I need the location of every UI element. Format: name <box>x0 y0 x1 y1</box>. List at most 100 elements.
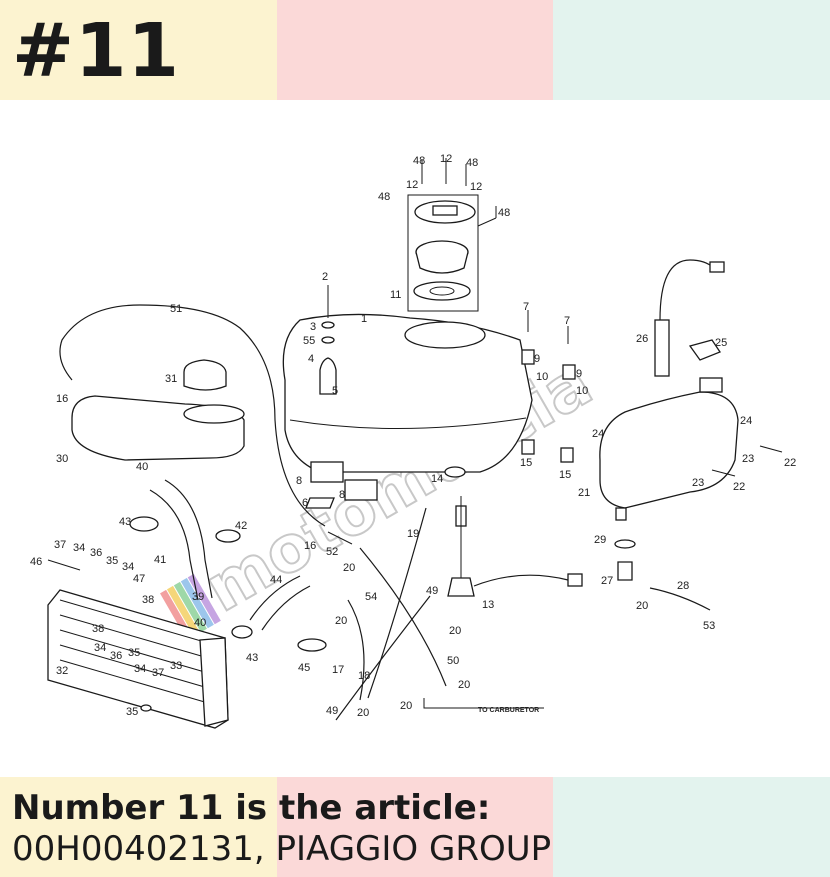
callout-32: 32 <box>56 665 68 677</box>
callout-49: 49 <box>426 585 438 597</box>
callout-43: 43 <box>119 516 131 528</box>
caption-title: Number 11 is the article: <box>12 788 491 828</box>
callout-34: 34 <box>122 561 134 573</box>
cap-ring-body <box>415 251 469 274</box>
level-sensor-26 <box>654 319 670 377</box>
callout-28: 28 <box>677 580 689 592</box>
radiator-fins <box>59 599 216 706</box>
callout-10: 10 <box>536 371 548 383</box>
callout-13: 13 <box>482 599 494 611</box>
tank-spacer-4-5 <box>319 357 337 395</box>
radiator-hose-44 <box>249 575 301 621</box>
header-band <box>0 0 830 100</box>
callout-24: 24 <box>740 415 752 427</box>
callout-8: 8 <box>339 489 345 501</box>
fuel-tap-13 <box>447 577 475 597</box>
callout-12: 12 <box>440 153 452 165</box>
callout-54: 54 <box>365 591 377 603</box>
expansion-cap-31 <box>183 359 227 391</box>
radiator-hose-44b <box>261 585 311 631</box>
callout-23: 23 <box>742 453 754 465</box>
reservoir-bolt-22a <box>759 445 783 453</box>
callout-9: 9 <box>576 368 582 380</box>
hose-clamp-43 <box>129 516 159 532</box>
callout-45: 45 <box>298 662 310 674</box>
reservoir-clamp-29 <box>614 539 636 549</box>
expansion-tank <box>59 304 326 527</box>
tank-clip-14 <box>444 466 466 478</box>
radiator-hose-41 <box>149 489 199 601</box>
radiator <box>47 479 327 729</box>
callout-20: 20 <box>357 707 369 719</box>
tank-rubber-8b <box>344 479 378 501</box>
callout-16: 16 <box>304 540 316 552</box>
assembly-box <box>407 194 479 312</box>
callout-12: 12 <box>406 179 418 191</box>
callout-49: 49 <box>326 705 338 717</box>
callout-14: 14 <box>431 473 443 485</box>
radiator-hose-41b <box>164 479 213 599</box>
radiator-tank <box>199 637 229 727</box>
callout-22: 22 <box>784 457 796 469</box>
callout-33: 33 <box>170 660 182 672</box>
callout-34: 34 <box>73 542 85 554</box>
header-band-pink <box>277 0 553 100</box>
tank-washer-3 <box>321 321 335 329</box>
callout-41: 41 <box>154 554 166 566</box>
fuel-hose-17 <box>335 595 431 721</box>
callout-16: 16 <box>56 393 68 405</box>
hose-clamp-42 <box>215 529 241 543</box>
callout-27: 27 <box>601 575 613 587</box>
footer-band-yellow <box>0 777 277 877</box>
tank-spacer-15b <box>560 447 574 463</box>
expansion-tank-neck <box>183 404 245 424</box>
callout-24: 24 <box>592 428 604 440</box>
callout-46: 46 <box>30 556 42 568</box>
callout-38: 38 <box>92 623 104 635</box>
callout-12: 12 <box>470 181 482 193</box>
callout-20: 20 <box>335 615 347 627</box>
to-carburetor-bracket <box>423 698 544 709</box>
callout-39: 39 <box>192 591 204 603</box>
cap-gasket <box>413 281 471 301</box>
callout-20: 20 <box>636 600 648 612</box>
fuel-tap-cable <box>473 574 569 587</box>
reservoir-outlet <box>615 507 627 521</box>
oil-hose-28 <box>649 587 711 611</box>
callout-37: 37 <box>54 539 66 551</box>
callout-40: 40 <box>136 461 148 473</box>
oil-reservoir <box>599 259 783 611</box>
tank-rubber-8a <box>310 461 344 483</box>
callout-2: 2 <box>322 271 328 283</box>
callout-labels: 48 12 48 12 12 48 48 11 2 1 3 55 4 5 51 … <box>30 153 796 719</box>
sensor-connector <box>709 261 725 273</box>
callout-18: 18 <box>358 670 370 682</box>
leader-48 <box>477 217 497 227</box>
filler-cap-assembly <box>407 158 497 312</box>
caption-article: 00H00402131, PIAGGIO GROUP <box>12 829 551 869</box>
callout-31: 31 <box>165 373 177 385</box>
callout-30: 30 <box>56 453 68 465</box>
footer-band <box>0 777 830 877</box>
callout-35: 35 <box>126 706 138 718</box>
callout-20: 20 <box>343 562 355 574</box>
parts-diagram: motomurcia <box>30 153 796 729</box>
radiator-bolt-46 <box>47 559 81 571</box>
callout-4: 4 <box>308 353 314 365</box>
footer-band-pink <box>277 777 553 877</box>
reservoir-bolt-22b <box>711 469 736 477</box>
item-number-badge: #11 <box>12 8 180 94</box>
callout-20: 20 <box>449 625 461 637</box>
callout-25: 25 <box>715 337 727 349</box>
fuel-tap-connector <box>567 573 583 587</box>
hose-clamp-45 <box>297 638 327 652</box>
callout-6: 6 <box>302 497 308 509</box>
fuel-hose-50 <box>359 547 447 687</box>
breather-hose-51 <box>59 304 326 527</box>
tank-spacer-15a <box>521 439 535 455</box>
callout-44: 44 <box>270 574 282 586</box>
callout-48: 48 <box>378 191 390 203</box>
callout-15: 15 <box>559 469 571 481</box>
callout-43: 43 <box>246 652 258 664</box>
fuel-hose-54 <box>347 599 365 701</box>
